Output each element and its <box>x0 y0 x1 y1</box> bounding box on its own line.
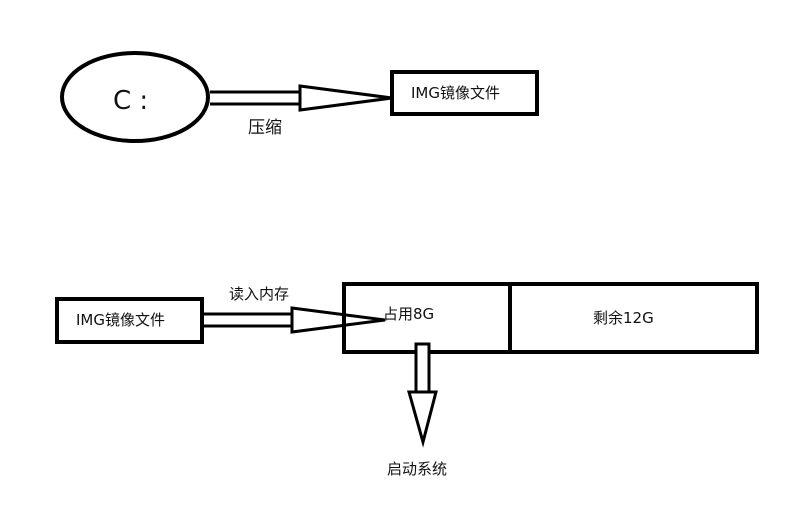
boot-arrow <box>407 342 438 448</box>
drive-c-label: C : <box>113 86 149 116</box>
img-file-box-top <box>390 70 539 116</box>
drive-c-ellipse <box>60 51 210 143</box>
memory-bar <box>342 282 759 354</box>
img-file-box-bottom <box>55 297 204 344</box>
memory-free-label: 剩余12G <box>593 309 654 327</box>
img-file-label-top: IMG镜像文件 <box>411 84 500 102</box>
load-to-memory-label: 读入内存 <box>229 285 290 303</box>
img-file-label-bottom: IMG镜像文件 <box>76 311 165 329</box>
compress-label: 压缩 <box>248 118 282 138</box>
compress-arrow <box>210 84 393 112</box>
boot-system-label: 启动系统 <box>387 460 448 478</box>
memory-used-label: 占用8G <box>383 305 435 323</box>
load-to-memory-arrow <box>202 306 386 334</box>
